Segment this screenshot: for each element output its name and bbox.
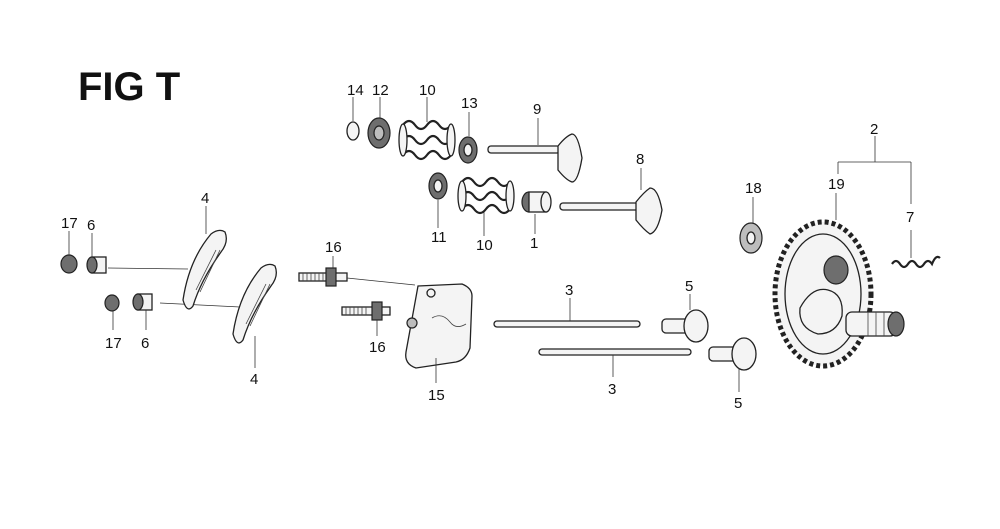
part-3-push-rod-lower <box>538 348 692 356</box>
callout-4-upper: 4 <box>201 190 209 207</box>
part-14-valve-cotter <box>346 121 360 141</box>
callout-12: 12 <box>372 82 389 99</box>
callout-8: 8 <box>636 151 644 168</box>
part-6-pivot-lower <box>132 293 153 311</box>
part-16-stud-upper <box>298 267 416 287</box>
callout-10-upper: 10 <box>419 82 436 99</box>
callout-6-lower: 6 <box>141 335 149 352</box>
callout-17-lower: 17 <box>105 335 122 352</box>
callout-3-upper: 3 <box>565 282 573 299</box>
callout-5-upper: 5 <box>685 278 693 295</box>
part-18-washer <box>739 222 763 254</box>
part-5-tappet-upper <box>661 309 709 343</box>
part-5-tappet-lower <box>708 337 757 371</box>
callout-11: 11 <box>431 229 447 246</box>
part-17-nut-upper <box>60 254 78 274</box>
part-2-camshaft <box>845 311 905 337</box>
callout-19: 19 <box>828 176 845 193</box>
callout-14: 14 <box>347 82 364 99</box>
callout-16-lower: 16 <box>369 339 386 356</box>
callout-9: 9 <box>533 101 541 118</box>
callout-5-lower: 5 <box>734 395 742 412</box>
part-17-nut-lower <box>104 294 120 312</box>
part-12-spring-retainer <box>367 117 391 149</box>
callout-15: 15 <box>428 387 445 404</box>
callout-1: 1 <box>530 235 538 252</box>
part-16-stud-lower <box>341 301 391 321</box>
callout-2: 2 <box>870 121 878 138</box>
callout-6-upper: 6 <box>87 217 95 234</box>
callout-3-lower: 3 <box>608 381 616 398</box>
callout-10-lower: 10 <box>476 237 493 254</box>
callout-17-upper: 17 <box>61 215 78 232</box>
part-4-rocker-arm-lower <box>232 263 277 344</box>
part-11-valve-seal-lower <box>428 172 448 200</box>
part-9-intake-valve <box>487 133 583 183</box>
part-15-pushrod-guide-plate <box>405 283 473 369</box>
callout-16-upper: 16 <box>325 239 342 256</box>
part-8-exhaust-valve <box>559 187 663 235</box>
part-4-rocker-arm-upper <box>182 229 227 310</box>
part-6-pivot-upper <box>86 256 107 274</box>
part-7-spring <box>891 255 941 269</box>
callout-7: 7 <box>906 209 914 226</box>
part-3-push-rod-upper <box>493 320 641 328</box>
part-1-valve-retainer-cup <box>521 191 552 213</box>
part-19-camshaft-gear <box>772 219 874 369</box>
callout-13: 13 <box>461 95 478 112</box>
figure-title: FIG T <box>78 65 180 109</box>
callout-4-lower: 4 <box>250 371 258 388</box>
part-13-valve-seal <box>458 136 478 164</box>
part-10-valve-spring-upper <box>398 119 456 161</box>
part-10-valve-spring-lower <box>457 176 515 215</box>
callout-18: 18 <box>745 180 762 197</box>
